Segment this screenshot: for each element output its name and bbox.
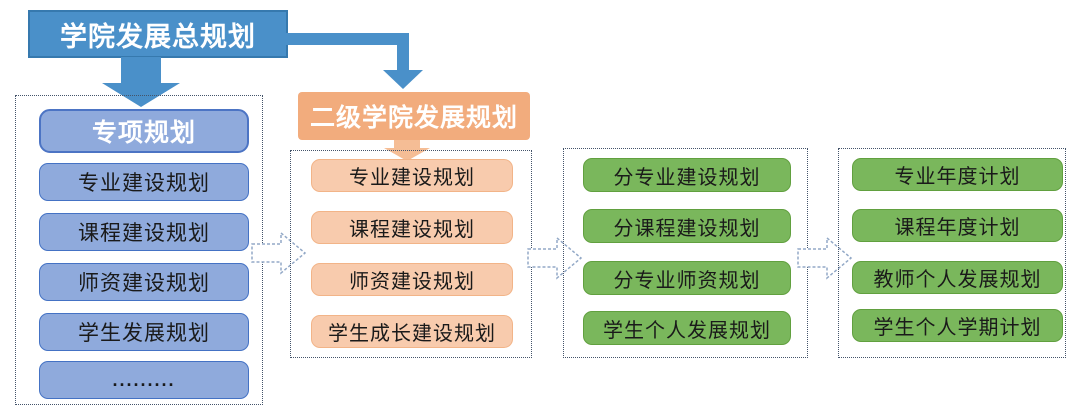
node-teacher-personal-development-plan: 教师个人发展规划	[852, 261, 1063, 294]
node-course-annual-plan: 课程年度计划	[852, 209, 1063, 242]
flow-arrow-icon	[527, 236, 583, 280]
orange-arrow-head-icon	[384, 148, 430, 161]
flow-arrow-icon	[251, 231, 307, 275]
node-course-construction-plan: 课程建设规划	[39, 213, 249, 251]
node-per-major-faculty-plan: 分专业师资规划	[583, 261, 791, 295]
group-secondary-college-plans: 专业建设规划 课程建设规划 师资建设规划 学生成长建设规划	[290, 150, 532, 358]
node-faculty-construction-plan: 师资建设规划	[39, 263, 249, 301]
node-major-construction-plan: 专业建设规划	[39, 163, 249, 201]
node-student-growth-plan: 学生成长建设规划	[311, 315, 513, 348]
orange-arrow-shaft	[394, 140, 420, 148]
node-faculty-construction-plan-2: 师资建设规划	[311, 263, 513, 296]
node-major-annual-plan: 专业年度计划	[852, 158, 1063, 191]
elbow-connector-vertical	[397, 33, 409, 71]
group-individual-annual-plans: 专业年度计划 课程年度计划 教师个人发展规划 学生个人学期计划	[838, 148, 1066, 358]
node-major-construction-plan-2: 专业建设规划	[311, 159, 513, 192]
master-plan-box: 学院发展总规划	[28, 10, 288, 58]
special-plans-header: 专项规划	[39, 109, 249, 153]
secondary-college-header: 二级学院发展规划	[298, 92, 530, 140]
group-per-major-plans: 分专业建设规划 分课程建设规划 分专业师资规划 学生个人发展规划	[563, 148, 808, 358]
node-per-major-construction-plan: 分专业建设规划	[583, 158, 791, 192]
elbow-connector-horizontal	[286, 33, 409, 45]
node-course-construction-plan-2: 课程建设规划	[311, 211, 513, 244]
down-arrow-shaft	[121, 57, 161, 84]
group-special-plans: 专项规划 专业建设规划 课程建设规划 师资建设规划 学生发展规划 .......…	[15, 95, 263, 405]
node-student-development-plan: 学生发展规划	[39, 313, 249, 351]
elbow-connector-arrowhead-icon	[383, 70, 423, 89]
node-ellipsis: .........	[39, 361, 249, 399]
node-student-personal-semester-plan: 学生个人学期计划	[852, 309, 1063, 342]
node-per-course-construction-plan: 分课程建设规划	[583, 209, 791, 243]
flow-arrow-icon	[797, 236, 853, 280]
node-student-personal-development-plan: 学生个人发展规划	[583, 311, 791, 345]
